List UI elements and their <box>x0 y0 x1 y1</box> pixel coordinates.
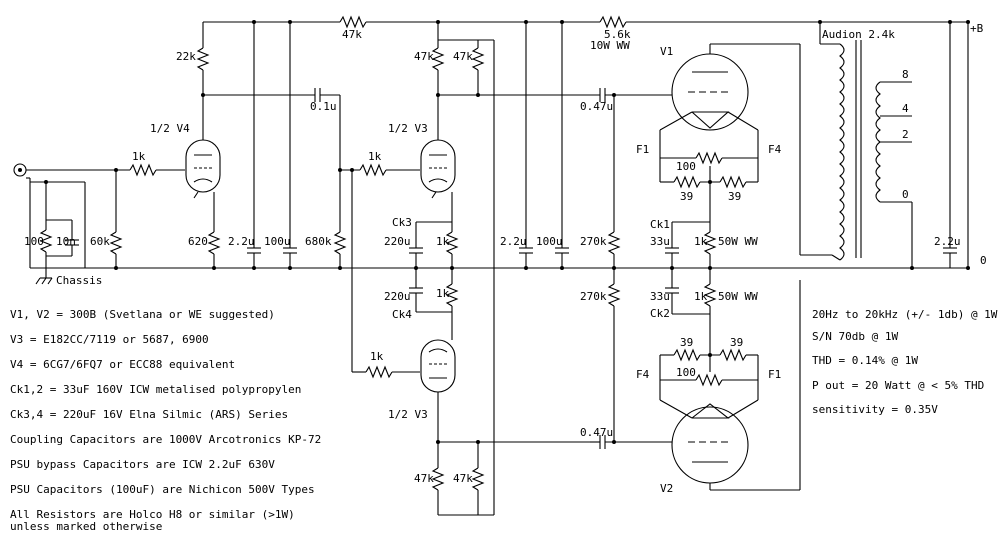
tube-v1 <box>671 53 749 131</box>
f1-bot: F1 <box>768 368 781 381</box>
c-2-2u-c: 2.2u <box>934 235 961 248</box>
note-line: PSU bypass Capacitors are ICW 2.2uF 630V <box>10 458 275 471</box>
c-220u-b: 220u <box>384 290 411 303</box>
spec-line: S/N 70db @ 1W <box>812 330 898 343</box>
c-100u-a: 100u <box>264 235 291 248</box>
tube-v3b <box>420 339 456 393</box>
ck3-label: Ck3 <box>392 216 412 229</box>
note-line: V1, V2 = 300B (Svetlana or WE suggested) <box>10 308 275 321</box>
c-220u-a: 220u <box>384 235 411 248</box>
label-v2: V2 <box>660 482 673 495</box>
r-620: 620 <box>188 235 208 248</box>
r-1k-input: 1k <box>132 150 146 163</box>
output-transformer <box>818 20 914 270</box>
r-5-6k-rail: 5.6k <box>604 28 631 41</box>
chassis-label: Chassis <box>56 274 102 287</box>
label-v1: V1 <box>660 45 673 58</box>
c-0-1u: 0.1u <box>310 100 337 113</box>
f1-top: F1 <box>636 143 649 156</box>
r-47k-a: 47k <box>414 50 434 63</box>
note-line: All Resistors are Holco H8 or similar (>… <box>10 508 295 521</box>
r-50w-a: 50W WW <box>718 235 758 248</box>
label-v3b: 1/2 V3 <box>388 408 428 421</box>
r-39-c: 39 <box>680 336 693 349</box>
tube-v3a <box>420 139 456 193</box>
r-270k-a: 270k <box>580 235 607 248</box>
tap-2: 2 <box>902 128 909 141</box>
tube-v2 <box>671 403 749 484</box>
note-line: PSU Capacitors (100uF) are Nichicon 500V… <box>10 483 315 496</box>
r-1k-k2: 1k <box>436 287 450 300</box>
spec-line: sensitivity = 0.35V <box>812 403 938 416</box>
r-680k: 680k <box>305 235 332 248</box>
b-plus-label: +B <box>970 22 984 35</box>
r-270k-b: 270k <box>580 290 607 303</box>
c-33u-b: 33u <box>650 290 670 303</box>
component-notes: V1, V2 = 300B (Svetlana or WE suggested)… <box>10 308 321 533</box>
c-10n: 10n <box>56 235 76 248</box>
ck1-label: Ck1 <box>650 218 670 231</box>
r-1k-ww-a: 1k <box>694 235 708 248</box>
tube-v4 <box>185 139 221 193</box>
note-line: Coupling Capacitors are 1000V Arcotronic… <box>10 433 321 446</box>
f4-bot: F4 <box>636 368 650 381</box>
note-line: Ck1,2 = 33uF 160V ICW metalised polyprop… <box>10 383 301 396</box>
zero-label: 0 <box>980 254 987 267</box>
r-22k: 22k <box>176 50 196 63</box>
r-10w-ww-rail: 10W WW <box>590 39 630 52</box>
r-1k-ww-b: 1k <box>694 290 708 303</box>
r-39-d: 39 <box>730 336 743 349</box>
tap-0: 0 <box>902 188 909 201</box>
c-100u-b: 100u <box>536 235 563 248</box>
note-line: V3 = E182CC/7119 or 5687, 6900 <box>10 333 209 346</box>
label-v3a: 1/2 V3 <box>388 122 428 135</box>
tap-8: 8 <box>902 68 909 81</box>
c-0-47u-bot: 0.47u <box>580 426 613 439</box>
r-60k: 60k <box>90 235 110 248</box>
r-100-input: 100 <box>24 235 44 248</box>
r-39-a: 39 <box>680 190 693 203</box>
spec-line: THD = 0.14% @ 1W <box>812 354 918 367</box>
r-50w-b: 50W WW <box>718 290 758 303</box>
ck4-label: Ck4 <box>392 308 412 321</box>
label-v4: 1/2 V4 <box>150 122 190 135</box>
note-line: Ck3,4 = 220uF 16V Elna Silmic (ARS) Seri… <box>10 408 288 421</box>
spec-line: P out = 20 Watt @ < 5% THD <box>812 379 984 392</box>
r-hum-top: 100 <box>676 160 696 173</box>
r-hum-bot: 100 <box>676 366 696 379</box>
r-1k-v3b: 1k <box>370 350 384 363</box>
c-2-2u-b: 2.2u <box>500 235 527 248</box>
chassis-ground-icon <box>35 277 53 285</box>
r-1k-k1: 1k <box>436 235 450 248</box>
ck2-label: Ck2 <box>650 307 670 320</box>
r-1k-v3a: 1k <box>368 150 382 163</box>
note-line: V4 = 6CG7/6FQ7 or ECC88 equivalent <box>10 358 235 371</box>
performance-specs: 20Hz to 20kHz (+/- 1db) @ 1W S/N 70db @ … <box>812 308 998 416</box>
r-47k-d: 47k <box>453 472 473 485</box>
r-47k-b: 47k <box>453 50 473 63</box>
r-47k-c: 47k <box>414 472 434 485</box>
c-2-2u-a: 2.2u <box>228 235 255 248</box>
r-39-b: 39 <box>728 190 741 203</box>
note-line: unless marked otherwise <box>10 520 162 533</box>
b-plus-rail <box>203 15 968 29</box>
r-47k-rail: 47k <box>342 28 362 41</box>
c-33u-a: 33u <box>650 235 670 248</box>
spec-line: 20Hz to 20kHz (+/- 1db) @ 1W <box>812 308 998 321</box>
c-0-47u-top: 0.47u <box>580 100 613 113</box>
f4-top: F4 <box>768 143 782 156</box>
tap-4: 4 <box>902 102 909 115</box>
input-jack[interactable] <box>13 163 27 177</box>
transformer-label: Audion 2.4k <box>822 28 895 41</box>
